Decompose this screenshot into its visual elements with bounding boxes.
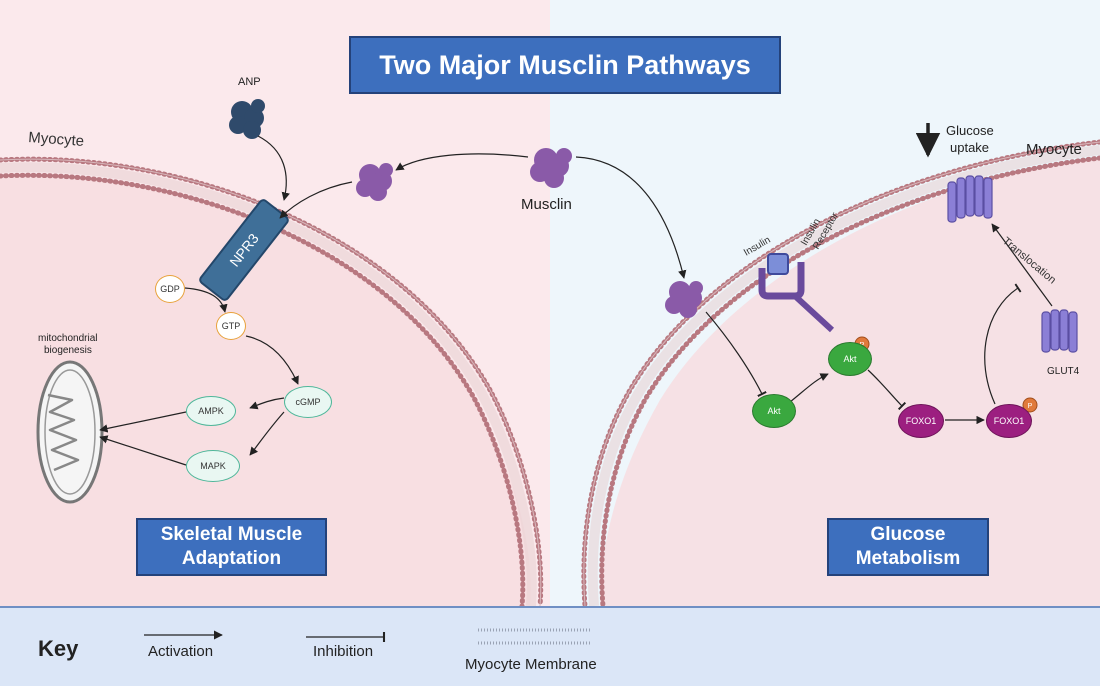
arrow-gdp-to-gtp [184, 287, 228, 313]
inhibit-pfoxo1-to-translocation [984, 283, 1022, 405]
cgmp-node: cGMP [284, 386, 332, 418]
key-activation-label: Activation [148, 643, 214, 660]
mito-label-line2: biogenesis [44, 345, 92, 356]
mito-label-line1: mitochondrial [38, 333, 98, 344]
akt-node: Akt [752, 394, 796, 428]
key-membrane-symbol [478, 628, 590, 645]
glut4-transporter-vesicle [1041, 309, 1078, 353]
left-membrane [0, 156, 544, 609]
key-heading: Key [38, 636, 79, 661]
inhibit-akt-to-foxo1 [867, 369, 907, 411]
right-cytoplasm [600, 158, 1100, 606]
key-legend: Key Activation Inhibition Myocyte Membra… [0, 606, 1100, 686]
mitochondrion-icon [36, 360, 104, 504]
key-membrane-label: Myocyte Membrane [465, 656, 597, 673]
phospho-label-foxo1: P [1028, 403, 1033, 410]
phospho-akt-node: Akt [828, 342, 872, 376]
glucose-uptake-label-line1: Glucose [946, 123, 994, 138]
arrow-glut4-translocation [991, 223, 1053, 307]
arrow-cgmp-to-ampk [249, 397, 285, 410]
arrow-musclin-to-left [395, 153, 529, 171]
arrow-mapk-to-mito [99, 435, 187, 466]
musclin-molecule-center [530, 148, 572, 188]
glucose-uptake-label-line2: uptake [950, 140, 990, 155]
arrow-cgmp-to-mapk [249, 411, 285, 456]
glut4-label: GLUT4 [1047, 366, 1080, 377]
foxo1-node: FOXO1 [898, 404, 944, 438]
ampk-node: AMPK [186, 396, 236, 426]
musclin-molecule-right [665, 281, 703, 318]
anp-molecule [229, 99, 265, 139]
panel-skeletal-muscle-adaptation: Skeletal Muscle Adaptation [136, 518, 327, 576]
anp-label: ANP [238, 76, 261, 88]
gtp-node: GTP [216, 312, 246, 340]
panel-left-line1: Skeletal Muscle [160, 524, 303, 545]
phospho-foxo1-marker [1022, 397, 1038, 413]
arrow-anp-to-npr3 [257, 135, 290, 201]
musclin-molecule-left [356, 163, 393, 201]
page-title: Two Major Musclin Pathways [349, 36, 781, 94]
arrow-ampk-to-mito [99, 411, 187, 433]
inhibit-musclin-to-akt [705, 311, 767, 398]
arrow-gtp-to-cgmp [245, 335, 299, 385]
panel-glucose-metabolism: Glucose Metabolism [827, 518, 989, 576]
arrow-musclin-to-right [575, 156, 687, 279]
gdp-node: GDP [155, 275, 185, 303]
musclin-label: Musclin [521, 196, 572, 213]
left-cytoplasm [0, 175, 531, 606]
insulin-receptor [758, 253, 835, 333]
key-inhibition-label: Inhibition [313, 643, 374, 660]
key-symbols [144, 628, 590, 645]
panel-left-line2: Adaptation [181, 548, 282, 569]
pathway-arrows [99, 135, 1053, 466]
panel-right-line1: Glucose [870, 524, 946, 545]
panel-right-line2: Metabolism [855, 548, 961, 569]
arrow-left-musclin-to-npr3 [279, 181, 353, 219]
arrow-akt-to-pakt [789, 373, 829, 403]
phospho-foxo1-node: FOXO1 [986, 404, 1032, 438]
myocyte-label-right: Myocyte [1026, 141, 1082, 158]
npr3-receptor [199, 199, 289, 301]
mapk-node: MAPK [186, 450, 240, 482]
glut4-transporter-membrane [947, 175, 993, 223]
myocyte-label-left: Myocyte [28, 129, 85, 150]
